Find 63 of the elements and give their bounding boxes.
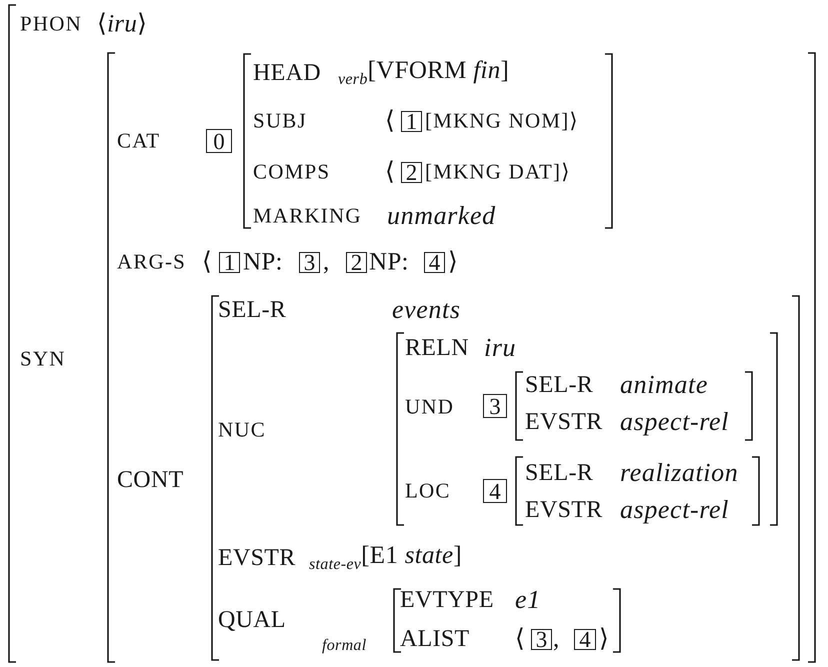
feature-value: iru bbox=[484, 335, 516, 361]
feature-value: unmarked bbox=[387, 203, 496, 229]
type-subscript: formal bbox=[322, 638, 366, 654]
comma: , bbox=[323, 250, 330, 274]
category-label: NP: bbox=[243, 250, 283, 274]
feature-value: [MKNG DAT]⟩ bbox=[425, 162, 571, 182]
feature-name: EVSTR bbox=[218, 546, 296, 570]
feature-value: $_{state-ev}$[E1 state] bbox=[309, 543, 462, 573]
feature-matrix bbox=[396, 333, 778, 525]
feature-matrix bbox=[107, 53, 816, 662]
coindex-tag: 4 bbox=[424, 252, 445, 273]
feature-matrix bbox=[243, 54, 613, 228]
feature-name: RELN bbox=[405, 336, 469, 360]
coindex-tag: 3 bbox=[299, 252, 320, 273]
feature-value: events bbox=[392, 297, 461, 323]
coindex-tag: 3 bbox=[531, 629, 552, 650]
feature-name: NUC bbox=[218, 420, 266, 440]
feature-name: SEL-R bbox=[525, 461, 594, 485]
feature-name: SUBJ bbox=[253, 110, 307, 132]
feature-name: UND bbox=[405, 396, 454, 418]
feature-matrix bbox=[211, 296, 800, 660]
feature-value: realization bbox=[620, 460, 738, 486]
feature-name: COMPS bbox=[253, 162, 330, 182]
feature-value: aspect-rel bbox=[620, 497, 729, 523]
category-label: NP: bbox=[369, 250, 409, 274]
coindex-tag: 2 bbox=[401, 162, 422, 183]
feature-name: SEL-R bbox=[218, 298, 286, 322]
angle-bracket: ⟨ bbox=[515, 626, 526, 652]
feature-value: aspect-rel bbox=[620, 409, 729, 435]
feature-value: $_{verb}$[VFORM fin] bbox=[338, 58, 510, 88]
feature-name: EVSTR bbox=[525, 410, 603, 434]
feature-name: PHON bbox=[20, 14, 82, 34]
angle-bracket: ⟨ bbox=[385, 160, 396, 184]
feature-name: QUAL bbox=[218, 608, 286, 632]
comma: , bbox=[553, 626, 560, 652]
coindex-tag: 3 bbox=[483, 394, 507, 418]
feature-name: LOC bbox=[405, 480, 451, 502]
feature-name: EVSTR bbox=[525, 498, 603, 522]
feature-name: CONT bbox=[117, 468, 184, 492]
coindex-tag: 1 bbox=[219, 252, 240, 273]
coindex-tag: 4 bbox=[483, 479, 507, 503]
feature-matrix bbox=[515, 372, 753, 440]
feature-name: ALIST bbox=[400, 627, 470, 651]
feature-value: e1 bbox=[515, 587, 541, 613]
feature-name: EVTYPE bbox=[400, 588, 494, 612]
feature-matrix bbox=[515, 457, 760, 525]
feature-name: HEAD bbox=[253, 61, 321, 85]
feature-value: ⟨iru⟩ bbox=[97, 12, 148, 36]
feature-value: animate bbox=[620, 372, 708, 398]
angle-bracket: ⟩ bbox=[448, 250, 458, 274]
feature-name: ARG-S bbox=[117, 252, 186, 272]
angle-bracket: ⟩ bbox=[599, 626, 610, 652]
angle-bracket: ⟨ bbox=[202, 250, 212, 274]
coindex-tag: 4 bbox=[574, 629, 596, 650]
coindex-tag: 2 bbox=[346, 252, 367, 273]
feature-name: CAT bbox=[117, 130, 160, 152]
angle-bracket: ⟨ bbox=[385, 108, 396, 134]
coindex-tag: 0 bbox=[206, 129, 232, 153]
feature-value: [MKNG NOM]⟩ bbox=[425, 110, 579, 132]
feature-name: SYN bbox=[20, 348, 66, 370]
coindex-tag: 1 bbox=[401, 111, 422, 132]
feature-name: SEL-R bbox=[525, 373, 594, 397]
feature-name: MARKING bbox=[253, 206, 362, 226]
